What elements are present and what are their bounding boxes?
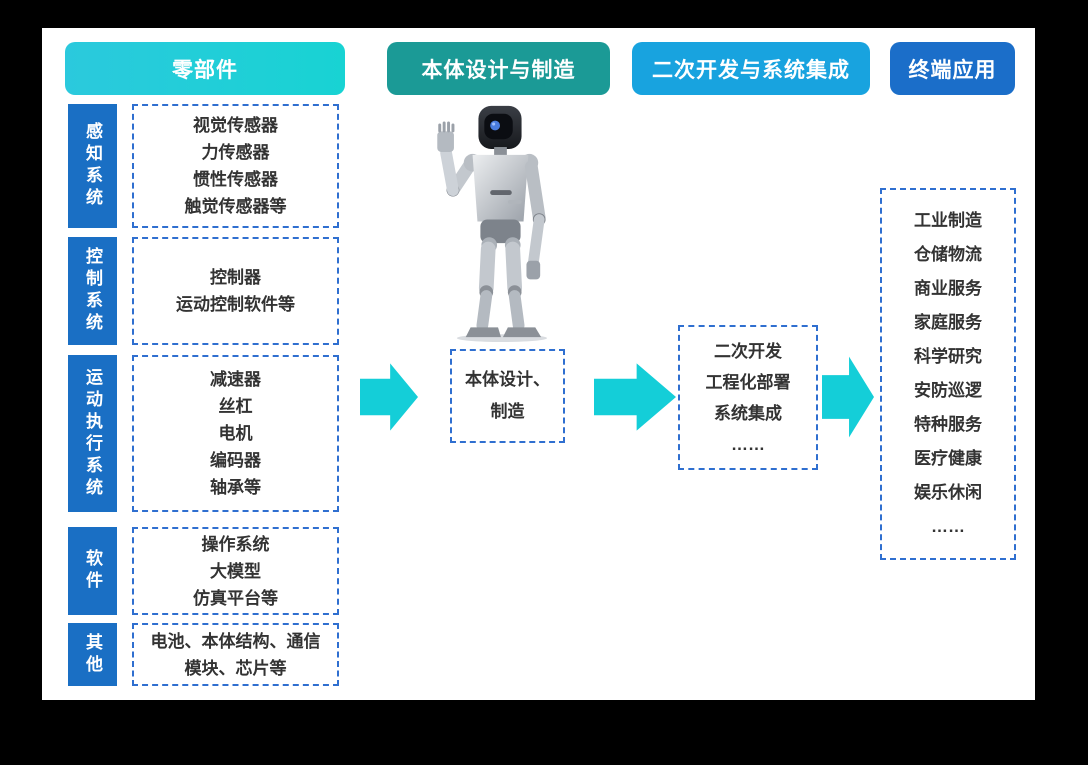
section-label-motion: 运动执行系统	[68, 355, 117, 512]
component-item: 操作系统	[201, 534, 270, 554]
component-item: 丝杠	[218, 397, 253, 416]
humanoid-robot-icon	[437, 105, 548, 343]
header-applications: 终端应用	[890, 42, 1015, 95]
component-item: 触觉传感器等	[184, 197, 287, 216]
section-label-software: 软件	[68, 527, 117, 615]
application-item: ……	[931, 517, 965, 536]
right-arrow-icon	[822, 356, 874, 438]
application-item: 科学研究	[914, 347, 982, 366]
design-box-line: 制造	[490, 402, 525, 421]
applications-box: 工业制造 仓储物流 商业服务 家庭服务 科学研究 安防巡逻 特种服务 医疗健康 …	[880, 188, 1016, 560]
header-body-design: 本体设计与制造	[387, 42, 610, 95]
component-item: 模块、芯片等	[184, 658, 287, 678]
application-item: 工业制造	[914, 211, 982, 230]
component-item: 电池、本体结构、通信	[150, 631, 321, 651]
application-item: 商业服务	[914, 279, 982, 298]
section-box-control: 控制器 运动控制软件等	[132, 237, 339, 345]
component-item: 大模型	[210, 561, 261, 581]
integration-box-line: ……	[731, 434, 765, 454]
right-arrow-icon	[360, 363, 418, 431]
flow-arrow-design-to-integration	[594, 362, 676, 432]
section-box-perception: 视觉传感器 力传感器 惯性传感器 触觉传感器等	[132, 104, 339, 228]
component-item: 力传感器	[201, 143, 270, 162]
section-label-other: 其他	[68, 623, 117, 686]
integration-box-line: 二次开发	[714, 341, 782, 361]
section-label-control: 控制系统	[68, 237, 117, 345]
header-integration: 二次开发与系统集成	[632, 42, 870, 95]
component-item: 运动控制软件等	[176, 295, 295, 314]
component-item: 电机	[218, 424, 253, 443]
flow-arrow-integration-to-apps	[822, 355, 874, 439]
component-item: 编码器	[210, 451, 261, 470]
header-body-design-label: 本体设计与制造	[421, 58, 576, 82]
application-item: 医疗健康	[914, 449, 982, 468]
design-box-line: 本体设计、	[465, 370, 550, 389]
application-item: 安防巡逻	[914, 381, 982, 400]
integration-box-line: 系统集成	[714, 403, 782, 423]
application-item: 家庭服务	[914, 313, 982, 332]
integration-box: 二次开发 工程化部署 系统集成 ……	[678, 325, 818, 470]
component-item: 视觉传感器	[193, 116, 278, 135]
component-item: 减速器	[210, 370, 261, 389]
design-manufacture-box: 本体设计、 制造	[450, 349, 565, 443]
component-item: 仿真平台等	[193, 588, 278, 608]
humanoid-robot-image	[420, 100, 580, 345]
flow-arrow-components-to-design	[360, 362, 418, 432]
application-item: 娱乐休闲	[914, 483, 982, 502]
application-item: 特种服务	[914, 415, 982, 434]
section-box-software: 操作系统 大模型 仿真平台等	[132, 527, 339, 615]
section-box-motion: 减速器 丝杠 电机 编码器 轴承等	[132, 355, 339, 512]
header-applications-label: 终端应用	[908, 58, 997, 82]
component-item: 惯性传感器	[193, 170, 278, 189]
component-item: 控制器	[210, 268, 261, 287]
application-item: 仓储物流	[914, 245, 982, 264]
component-item: 轴承等	[210, 478, 261, 497]
header-integration-label: 二次开发与系统集成	[652, 58, 850, 82]
section-box-other: 电池、本体结构、通信 模块、芯片等	[132, 623, 339, 686]
diagram-panel: 零部件 本体设计与制造 二次开发与系统集成 终端应用 感知系统 视觉传感器 力传…	[42, 28, 1035, 700]
integration-box-line: 工程化部署	[705, 372, 791, 392]
right-arrow-icon	[594, 363, 676, 431]
header-components-label: 零部件	[172, 58, 238, 82]
header-components: 零部件	[65, 42, 345, 95]
section-label-perception: 感知系统	[68, 104, 117, 228]
